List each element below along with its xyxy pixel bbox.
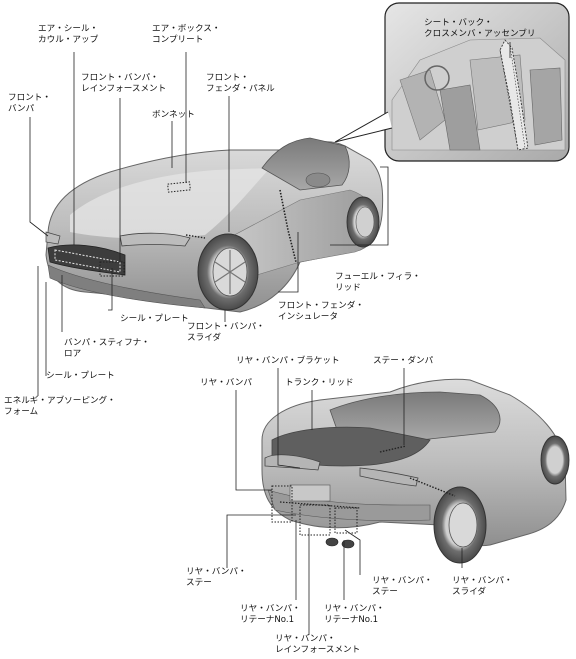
label-front-bumper: フロント・ バンパ bbox=[8, 93, 51, 114]
label-air-box-complete: エア・ボックス・ コンプリート bbox=[152, 24, 221, 45]
label-rear-bumper-stay-left: リヤ・バンパ・ ステー bbox=[186, 567, 247, 588]
front-car-illustration bbox=[45, 137, 384, 313]
label-fuel-filler-lid: フューエル・フィラ・ リッド bbox=[335, 272, 421, 293]
label-rear-bumper-retainer-no1-right: リヤ・バンパ・ リテーナNo.1 bbox=[324, 604, 385, 625]
label-rear-bumper-slider: リヤ・バンパ・ スライダ bbox=[452, 576, 513, 597]
label-air-seal-cowl-up: エア・シール・ カウル・アップ bbox=[38, 24, 99, 45]
label-rear-bumper: リヤ・バンパ bbox=[200, 378, 252, 388]
label-seat-back-crossmember-assembly: シート・バック・ クロスメンバ・アッセンブリ bbox=[424, 18, 536, 39]
label-front-bumper-reinforcement: フロント・バンパ・ レインフォースメント bbox=[81, 73, 167, 94]
label-seal-plate-upper: シール・プレート bbox=[120, 314, 189, 324]
label-trunk-lid: トランク・リッド bbox=[285, 378, 354, 388]
label-energy-absorbing-foam: エネルギ・アブソーピング・ フォーム bbox=[4, 396, 116, 417]
inset-interior-view bbox=[384, 2, 570, 162]
label-front-bumper-slider: フロント・バンパ・ スライダ bbox=[187, 322, 265, 343]
label-rear-bumper-retainer-no1-left: リヤ・バンパ・ リテーナNo.1 bbox=[240, 604, 301, 625]
label-rear-bumper-bracket: リヤ・バンパ・ブラケット bbox=[236, 356, 340, 366]
label-bumper-stiffener-lower: バンパ・スティフナ・ ロア bbox=[64, 338, 150, 359]
label-rear-bumper-reinforcement: リヤ・バンパ・ レインフォースメント bbox=[275, 634, 361, 655]
label-stay-damper: ステー・ダンパ bbox=[373, 356, 434, 366]
label-seal-plate-lower: シール・プレート bbox=[46, 371, 115, 381]
label-front-fender-insulator: フロント・フェンダ・ インシュレータ bbox=[278, 301, 364, 322]
leader-lines bbox=[29, 42, 511, 635]
label-bonnet: ボンネット bbox=[152, 110, 195, 120]
label-front-fender-panel: フロント・ フェンダ・パネル bbox=[206, 73, 275, 94]
rear-car-illustration bbox=[261, 378, 570, 564]
label-rear-bumper-stay-right: リヤ・バンパ・ ステー bbox=[372, 576, 433, 597]
